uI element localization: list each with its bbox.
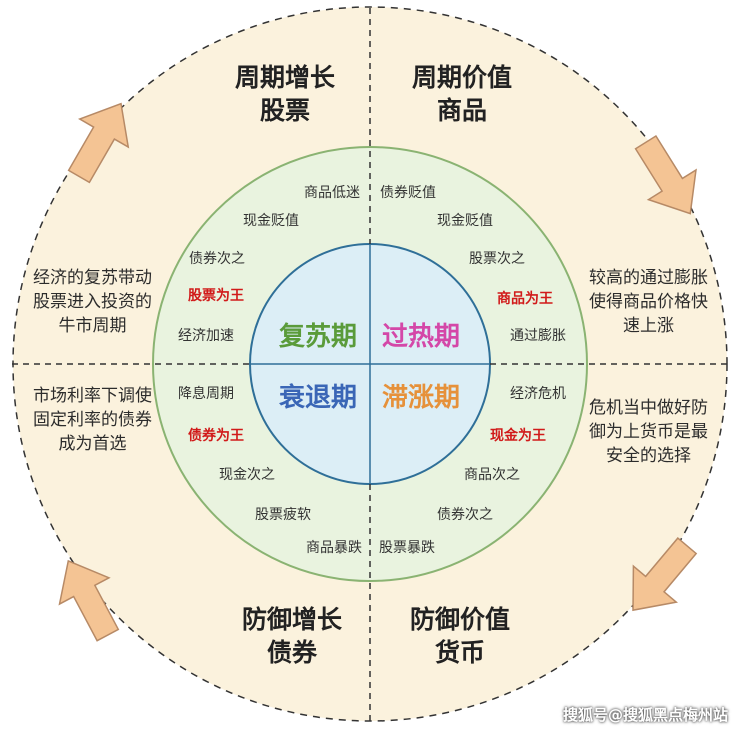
- ring-item-recession-2: 债券为王: [188, 427, 244, 444]
- arrow-top-left: [67, 102, 130, 184]
- ring-item-recession-4: 股票疲软: [255, 506, 311, 523]
- arrow-bottom-left: [58, 559, 120, 642]
- arrow-bottom-right: [632, 537, 698, 612]
- ring-item-recovery-3: 债券次之: [189, 251, 245, 267]
- quadrant-title-top-right-line2: 商品: [437, 96, 487, 125]
- note-right-bottom: 危机当中做好防御为上货币是最安全的选择: [589, 398, 708, 466]
- note-left-bottom: 市场利率下调使固定利率的债券成为首选: [33, 386, 152, 454]
- ring-item-stagflation-3: 商品次之: [464, 467, 520, 483]
- ring-item-overheat-4: 商品为王: [497, 290, 553, 307]
- quadrant-title-top-left-line2: 股票: [260, 96, 310, 125]
- quadrant-title-bottom-left-line2: 债券: [267, 638, 318, 667]
- ring-item-recovery-5: 经济加速: [178, 328, 234, 344]
- ring-item-recession-5: 商品暴跌: [306, 540, 362, 556]
- ring-item-recovery-2: 现金贬值: [243, 213, 299, 229]
- ring-item-stagflation-2: 现金为王: [490, 427, 546, 444]
- ring-item-overheat-5: 通过膨胀: [510, 327, 566, 344]
- phase-label-stagflation: 滞涨期: [382, 383, 460, 413]
- ring-item-overheat-3: 股票次之: [469, 251, 525, 267]
- ring-item-recession-3: 现金次之: [219, 467, 275, 483]
- phase-label-recovery: 复苏期: [279, 322, 357, 352]
- note-right-top: 较高的通过膨胀使得商品价格快速上涨: [589, 268, 708, 336]
- phase-label-recession: 衰退期: [278, 382, 357, 413]
- ring-item-stagflation-1: 经济危机: [510, 386, 566, 402]
- ring-item-overheat-1: 债券贬值: [380, 185, 436, 201]
- note-left-top: 经济的复苏带动股票进入投资的牛市周期: [33, 268, 152, 336]
- ring-item-recession-1: 降息周期: [178, 385, 234, 402]
- ring-item-recovery-4: 股票为王: [188, 287, 244, 304]
- quadrant-title-top-left-line1: 周期增长: [235, 63, 336, 92]
- ring-item-stagflation-5: 股票暴跌: [379, 540, 435, 556]
- quadrant-title-bottom-left-line1: 防御增长: [242, 605, 343, 634]
- cycle-arrows: [58, 102, 698, 642]
- arrow-top-right: [634, 134, 697, 215]
- ring-item-recovery-1: 商品低迷: [304, 185, 360, 201]
- phase-label-overheat: 过热期: [382, 322, 460, 352]
- watermark: 搜狐号@搜狐黑点梅州站: [562, 706, 728, 724]
- quadrant-title-top-right-line1: 周期价值: [412, 63, 512, 92]
- quadrant-title-bottom-right-line2: 货币: [435, 638, 485, 667]
- quadrant-title-bottom-right-line1: 防御价值: [410, 605, 510, 634]
- ring-item-overheat-2: 现金贬值: [437, 213, 493, 229]
- ring-item-stagflation-4: 债券次之: [437, 507, 493, 523]
